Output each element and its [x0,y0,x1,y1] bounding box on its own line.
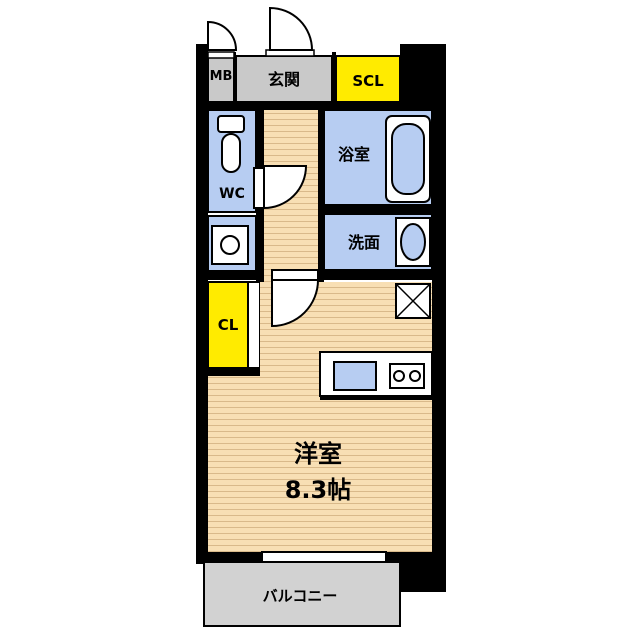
western-room [208,376,432,552]
scl-closet [335,55,401,103]
kitchen-sink-icon [333,361,377,391]
cl-label: CL [218,316,239,334]
washroom-label: 洗面 [348,233,380,252]
gas-stove-icon [389,363,425,389]
cl-closet [207,281,249,369]
balcony [203,561,401,627]
washbasin-icon [395,217,431,267]
western-room-label: 洋室 [294,440,342,468]
bath-label: 浴室 [338,145,370,164]
column-top-right [400,44,446,104]
mb-label: MB [210,69,233,84]
exterior-wall-left [196,44,208,564]
balcony-label: バルコニー [263,587,338,605]
washing-machine-icon [211,225,249,265]
door-swing-icon [271,269,320,328]
wc-label: WC [219,186,245,202]
western-room-size: 8.3帖 [285,476,352,504]
scl-label: SCL [352,72,384,90]
genkan-label: 玄関 [268,70,300,89]
door-swing-icon [263,165,308,210]
bathtub-icon [385,115,431,203]
exterior-wall-right [432,44,446,564]
balcony-window [261,551,387,563]
toilet-icon [217,115,245,173]
door-swing-icon [207,6,314,51]
mb-closet [207,55,235,103]
